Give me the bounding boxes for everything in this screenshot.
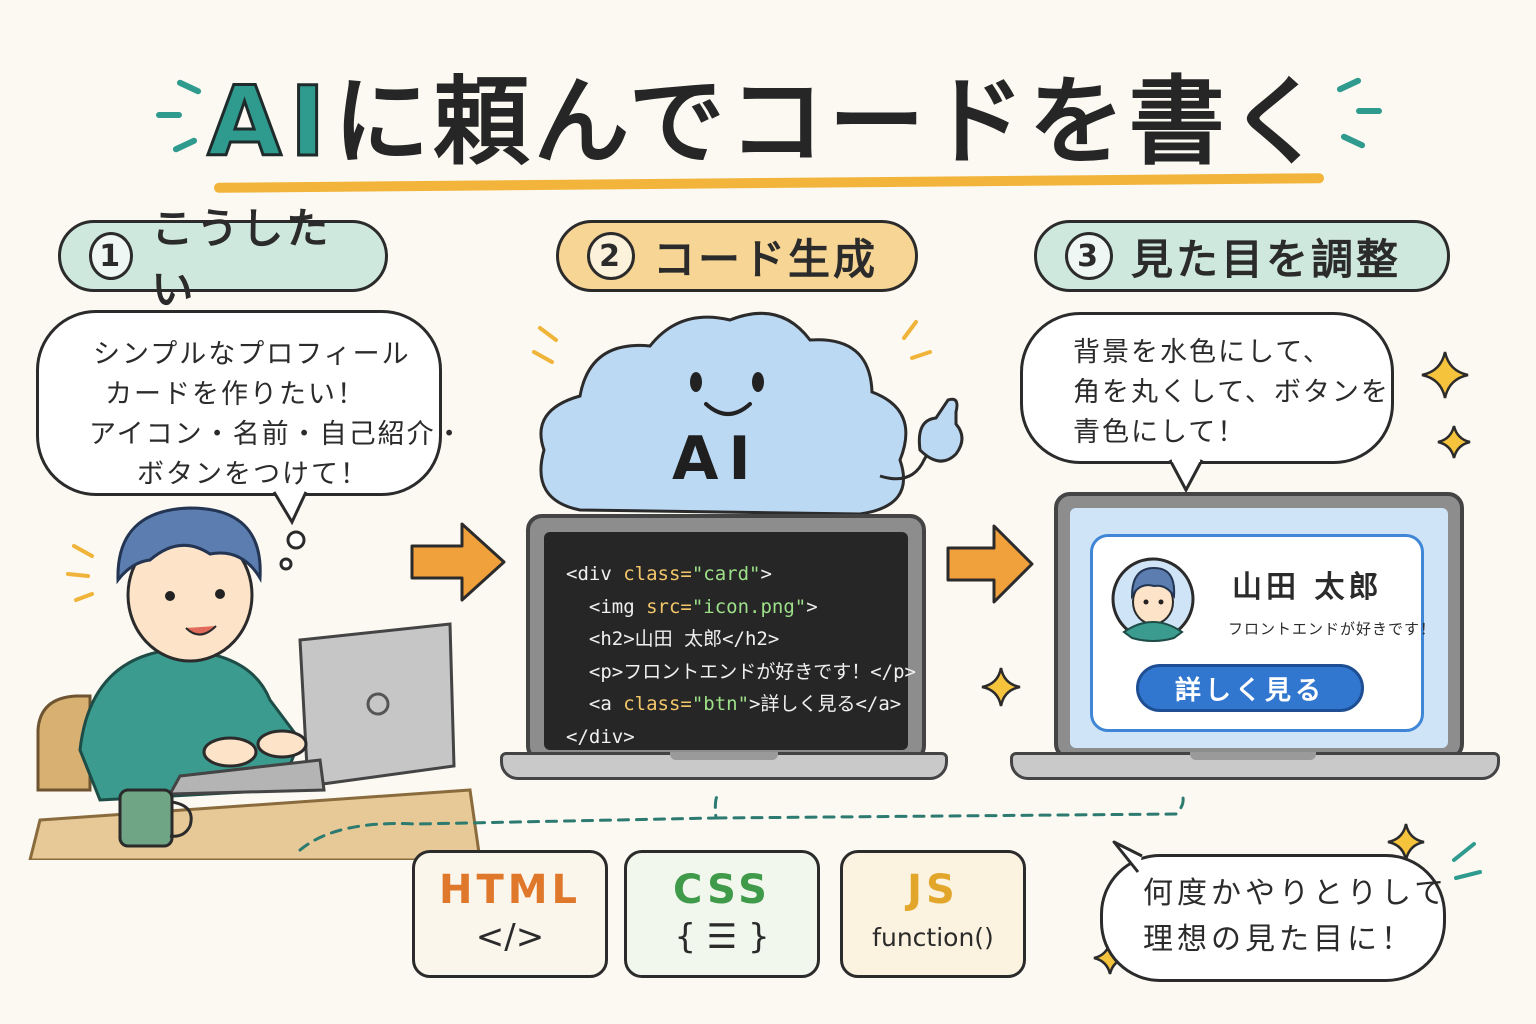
step-2-label: コード生成 (653, 234, 879, 284)
code-token: </div> (566, 725, 635, 748)
request-line: カードを作りたい！ (105, 379, 366, 410)
code-token: > (760, 563, 772, 585)
code-line: <img src="icon.png"> (566, 591, 916, 624)
bubble-tail-icon (1112, 840, 1143, 873)
final-line: 理想の見た目に！ (1143, 922, 1415, 957)
final-line: 何度かやりとりして (1143, 876, 1449, 911)
arrow-right-icon (410, 522, 506, 602)
step-1-pill: 1 こうしたい (58, 204, 388, 314)
sparkle-icon (981, 667, 1021, 707)
arrow-right-icon (946, 524, 1034, 604)
code-token: <h2> (566, 628, 635, 650)
final-speech-bubble: 何度かやりとりして 理想の見た目に！ (1100, 854, 1446, 982)
code-token: 山田 太郎</h2> (634, 628, 780, 650)
profile-detail-button[interactable]: 詳しく見る (1136, 664, 1364, 712)
request-speech-bubble: シンプルなプロフィール カードを作りたい！ アイコン・名前・自己紹介・ ボタンを… (36, 310, 465, 496)
adjust-speech-bubble: 背景を水色にして、 角を丸くして、ボタンを 青色にして！ (1020, 312, 1394, 464)
laptop-icon (298, 622, 456, 788)
laptop-notch (1190, 752, 1316, 760)
step-2-number: 2 (587, 232, 635, 280)
step-1-label: こうしたい (151, 204, 332, 314)
code-token: >詳しく見る</a> (749, 693, 902, 715)
step-3-number: 3 (1065, 232, 1113, 280)
code-token: "icon.png" (691, 595, 807, 618)
title-mark-icon (156, 112, 182, 118)
code-token: <img (566, 595, 647, 618)
tech-label-html: HTML (438, 867, 582, 913)
hair-icon (116, 506, 262, 585)
code-line: <p>フロントエンドが好きです！</p> (566, 656, 916, 689)
step-2-pill: 2 コード生成 (556, 220, 918, 292)
code-token: フロントエンドが好きです！</p> (623, 660, 916, 683)
code-token: src= (646, 595, 692, 618)
code-line: <a class="btn">詳しく見る</a> (566, 688, 916, 721)
code-token: "card" (691, 563, 761, 585)
profile-name: 山田 太郎 (1232, 570, 1383, 605)
code-token: <p> (566, 660, 624, 683)
adjust-line: 背景を水色にして、 (1073, 337, 1332, 368)
page-title: AIに頼んでコードを書く (0, 44, 1536, 183)
sparkle-icon (1437, 425, 1471, 459)
code-token: <a (566, 693, 624, 715)
code-token: <div (566, 563, 624, 585)
title-mark-icon (1356, 108, 1382, 114)
code-token: class= (623, 693, 692, 715)
code-editor: <div class="card"> <img src="icon.png"> … (544, 532, 916, 750)
adjust-line: 角を丸くして、ボタンを (1073, 377, 1390, 408)
sparkle-lines-icon (1452, 842, 1482, 880)
step-3-label: 見た目を調整 (1131, 234, 1402, 284)
avatar-icon (1111, 557, 1195, 642)
request-line: アイコン・名前・自己紹介・ (89, 419, 465, 450)
coffee-mug-icon (118, 788, 174, 848)
tech-box-js: JS function() (840, 850, 1026, 978)
code-block: <div class="card"> <img src="icon.png"> … (566, 558, 916, 753)
bubble-tail-icon (1168, 458, 1204, 494)
profile-description: フロントエンドが好きです！ (1228, 620, 1437, 638)
code-laptop-screen: <div class="card"> <img src="icon.png"> … (526, 514, 926, 762)
tech-label-js: JS (907, 867, 959, 913)
request-line: シンプルなプロフィール (93, 339, 411, 370)
step-1-number: 1 (89, 232, 134, 280)
step-3-pill: 3 見た目を調整 (1034, 220, 1450, 292)
code-line: <div class="card"> (566, 558, 916, 591)
cloud-icon (532, 311, 964, 516)
request-line: ボタンをつけて！ (137, 459, 369, 490)
code-token: class= (623, 563, 692, 585)
code-line: </div> (566, 721, 916, 754)
ai-cloud-label: AI (672, 424, 761, 494)
js-function-text: function() (872, 923, 994, 952)
tech-box-css: CSS { ☰ } (624, 850, 820, 978)
title-rest: に頼んでコードを書く (333, 66, 1329, 178)
css-brace-icon: { ☰ } (674, 917, 770, 957)
title-ai: AI (206, 65, 334, 180)
sparkle-icon (1421, 351, 1469, 399)
person-at-laptop-illustration (28, 506, 482, 860)
adjust-line: 青色にして！ (1073, 417, 1247, 448)
tech-label-css: CSS (673, 867, 771, 913)
thought-tail-icon (272, 491, 308, 571)
html-tag-icon: </> (475, 917, 545, 957)
code-line: <h2>山田 太郎</h2> (566, 623, 916, 656)
code-token: "btn" (691, 693, 750, 715)
pointing-hand-icon (917, 397, 964, 463)
tech-box-html: HTML </> (412, 850, 608, 978)
dashed-connector (298, 792, 1185, 852)
code-token: > (806, 595, 818, 618)
laptop-notch (670, 752, 778, 760)
